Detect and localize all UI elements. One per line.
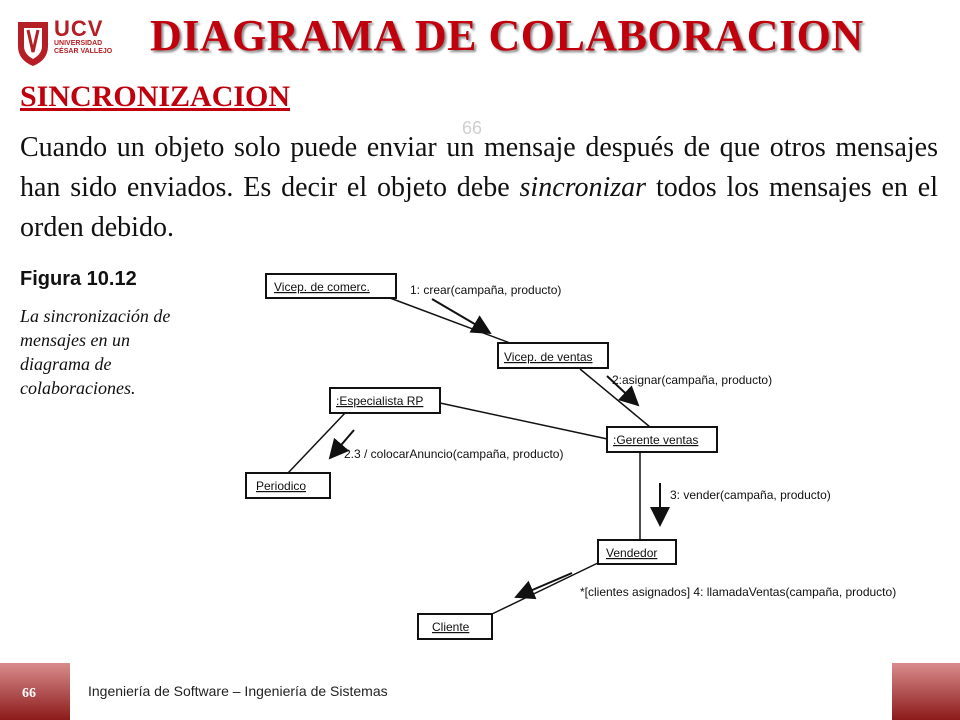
- message-label-4: *[clientes asignados] 4: llamadaVentas(c…: [580, 585, 896, 599]
- object-gerente-ventas: [606, 426, 718, 453]
- section-title: SINCRONIZACION: [20, 80, 291, 113]
- slide-title: DIAGRAMA DE COLABORACION: [150, 11, 864, 60]
- page-number: 66: [22, 686, 36, 701]
- object-especialista-label: :Especialista RP: [336, 394, 423, 408]
- link-especialista-periodico: [287, 411, 347, 474]
- paragraph-text-end: todos los mensajes en el orden debido.: [20, 172, 938, 243]
- body-paragraph: Cuando un objeto solo puede enviar un me…: [20, 128, 938, 248]
- object-vendedor: [597, 539, 677, 565]
- object-periodico: [245, 472, 331, 499]
- message-arrow-1: [431, 298, 492, 335]
- object-periodico-label: Periodico: [256, 479, 306, 493]
- object-cliente: [417, 613, 493, 640]
- object-vicep-ventas-label: Vicep. de ventas: [504, 350, 593, 364]
- object-vicep-ventas: [497, 342, 609, 369]
- object-vicep-comerc: [265, 273, 397, 299]
- footer-text: Ingeniería de Software – Ingeniería de S…: [88, 683, 388, 699]
- logo-text: UCV: [54, 16, 104, 41]
- paragraph-emphasis: sincronizar: [519, 172, 647, 203]
- object-vicep-comerc-label: Vicep. de comerc.: [274, 280, 370, 294]
- ucv-logo: [18, 22, 48, 66]
- logo-subtext: UNIVERSIDAD CÉSAR VALLEJO: [54, 40, 113, 55]
- footer-panel: [70, 663, 892, 720]
- message-arrow-2: [606, 375, 640, 407]
- link-comerc-ventas: [389, 297, 511, 344]
- object-cliente-label: Cliente: [432, 620, 470, 634]
- message-label-1: 1: crear(campaña, producto): [410, 283, 561, 297]
- message-label-23: 2.3 / colocarAnuncio(campaña, producto): [344, 447, 563, 461]
- message-arrow-4: [514, 572, 573, 600]
- object-gerente-ventas-label: :Gerente ventas: [613, 433, 698, 447]
- message-label-2: 2:asignar(campaña, producto): [612, 373, 772, 387]
- figure-caption: La sincronización de mensajes en un diag…: [20, 306, 171, 398]
- figure-label: Figura 10.12: [20, 268, 137, 290]
- link-gerente-especialista: [439, 402, 613, 441]
- object-especialista: [329, 387, 441, 414]
- watermark-number: 66: [462, 118, 483, 138]
- message-label-3: 3: vender(campaña, producto): [670, 488, 831, 502]
- link-vendedor-cliente: [491, 560, 603, 615]
- message-arrow-23: [328, 429, 355, 460]
- object-vendedor-label: Vendedor: [606, 546, 657, 560]
- paragraph-text-start: Cuando un objeto solo puede enviar un me…: [20, 132, 938, 203]
- link-ventas-gerente: [579, 368, 651, 428]
